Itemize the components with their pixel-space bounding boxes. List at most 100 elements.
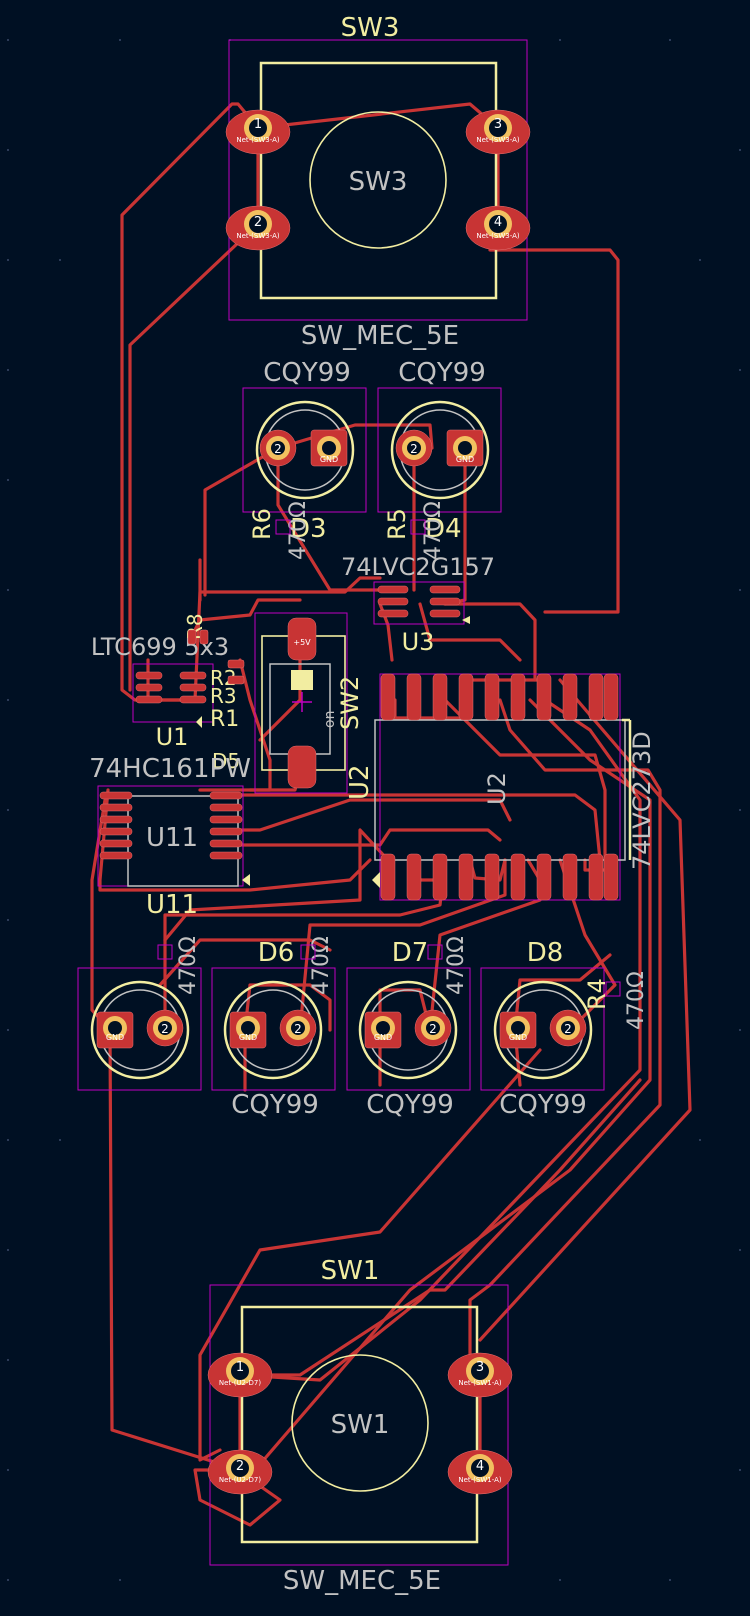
sw3-pad-1[interactable]: 1 Net-(SW3-A) — [225, 109, 291, 155]
sw1-pad-2[interactable]: 2 Net-(U2-D7) — [207, 1449, 273, 1495]
svg-text:4: 4 — [494, 215, 502, 230]
u11-value-label: 74HC161PW — [89, 754, 251, 784]
sw3-pad-4[interactable]: 4 Net-(SW3-A) — [465, 205, 531, 251]
d6-ref-label: D6 — [258, 938, 295, 968]
sw1-pad-3[interactable]: 3 Net-(SW1-A) — [447, 1352, 513, 1398]
svg-text:2: 2 — [254, 215, 262, 230]
sw3-ref-label: SW3 — [341, 13, 400, 43]
d7-resistor-value: 470Ω — [444, 936, 469, 995]
led-b1-resistor-value: 470Ω — [176, 936, 201, 995]
svg-text:2: 2 — [294, 1022, 302, 1036]
svg-text:1: 1 — [254, 117, 262, 132]
svg-text:Net-(SW1-A): Net-(SW1-A) — [458, 1379, 502, 1387]
d8-pad-gnd[interactable]: GND — [499, 1011, 537, 1049]
svg-text:Net-(U2-D7): Net-(U2-D7) — [219, 1476, 261, 1484]
sw2-slider[interactable] — [291, 670, 313, 690]
u2-value-label: 74LVC273D — [628, 731, 656, 870]
u11-ref-label: U11 — [146, 890, 198, 920]
svg-text:2: 2 — [236, 1459, 244, 1474]
d6-value-label: CQY99 — [231, 1090, 319, 1120]
d4-pad-2[interactable]: 2 — [395, 429, 433, 467]
d7-pad-gnd[interactable]: GND — [364, 1011, 402, 1049]
svg-text:GND: GND — [106, 1033, 124, 1042]
ic-u1[interactable]: LTC699 5x3 U1 R1 R3 R2 R8 D5 — [91, 613, 245, 773]
d3-pad-gnd[interactable]: GND — [310, 429, 348, 467]
svg-text:2: 2 — [564, 1022, 572, 1036]
u11-fab-label: U11 — [146, 823, 198, 853]
sw3-body-outline — [259, 61, 498, 300]
d4-ref-label: D4 — [425, 514, 462, 544]
u3-value-label: 74LVC2G157 — [341, 553, 495, 581]
sw3-actuator-circle — [309, 111, 447, 249]
sw1-fab-label: SW1 — [331, 1410, 390, 1440]
d5-ref-label: D5 — [212, 749, 240, 773]
sw1-ref-label: SW1 — [321, 1256, 380, 1286]
ic-u11[interactable]: 74HC161PW U11 U11 — [89, 754, 251, 920]
svg-text:1: 1 — [236, 1360, 244, 1375]
svg-text:Net-(SW1-A): Net-(SW1-A) — [458, 1476, 502, 1484]
led-d8[interactable]: GND 2 D8 R4 470Ω CQY99 — [480, 938, 649, 1120]
svg-text:2: 2 — [429, 1022, 437, 1036]
d4-pad-gnd[interactable]: GND — [446, 429, 484, 467]
d7-value-label: CQY99 — [366, 1090, 454, 1120]
sw1-pad-1[interactable]: 1 Net-(U2-D7) — [207, 1352, 273, 1398]
ic-u2[interactable]: U2 U2 74LVC273D — [345, 673, 656, 901]
svg-text:GND: GND — [320, 455, 338, 464]
sw2-pad-1[interactable]: +5V — [287, 617, 317, 661]
svg-text:GND: GND — [456, 455, 474, 464]
d6-pad-2[interactable]: 2 — [279, 1009, 317, 1047]
svg-text:Net-(SW3-A): Net-(SW3-A) — [236, 136, 280, 144]
d3-ref-label: D3 — [290, 514, 327, 544]
d8-resistor-value: 470Ω — [624, 971, 649, 1030]
switch-sw2[interactable]: +5V SW2 on — [254, 612, 364, 794]
switch-sw1[interactable]: SW1 SW1 SW_MEC_5E 1 Net-(U2-D7) 2 Net-(U… — [207, 1256, 513, 1596]
d4-value-label: CQY99 — [398, 358, 486, 388]
d7-pad-2[interactable]: 2 — [414, 1009, 452, 1047]
led-b1-pad-gnd[interactable]: GND — [96, 1011, 134, 1049]
svg-text:GND: GND — [239, 1033, 257, 1042]
d7-ref-label: D7 — [392, 938, 429, 968]
d3-pad-2[interactable]: 2 — [259, 429, 297, 467]
r3-ref-label: R3 — [210, 684, 237, 708]
sw2-on-label: on — [322, 711, 338, 728]
d3-value-label: CQY99 — [263, 358, 351, 388]
svg-text:2: 2 — [161, 1022, 169, 1036]
copper-traces — [90, 102, 692, 1527]
led-d4[interactable]: CQY99 2 GND D4 R5 470Ω — [377, 358, 502, 560]
u1-ref-label: U1 — [156, 723, 189, 751]
u1-value-label: LTC699 5x3 — [91, 633, 229, 661]
sw3-pad-2[interactable]: 2 Net-(SW3-A) — [225, 205, 291, 251]
sw3-pad-3[interactable]: 3 Net-(SW3-A) — [465, 109, 531, 155]
d8-ref-label: D8 — [527, 938, 564, 968]
sw1-value-label: SW_MEC_5E — [283, 1566, 441, 1596]
sw3-value-label: SW_MEC_5E — [301, 321, 459, 351]
svg-text:Net-(SW3-A): Net-(SW3-A) — [476, 136, 520, 144]
led-d3[interactable]: CQY99 2 GND D3 R6 470Ω — [242, 358, 367, 560]
ic-u3[interactable]: 74LVC2G157 U3 — [341, 553, 495, 656]
r5-ref-label: R5 — [383, 508, 411, 540]
svg-text:Net-(U2-D7): Net-(U2-D7) — [219, 1379, 261, 1387]
d8-pad-2[interactable]: 2 — [549, 1009, 587, 1047]
svg-text:Net-(SW3-A): Net-(SW3-A) — [476, 232, 520, 240]
sw2-pad-2[interactable] — [287, 745, 317, 789]
sw2-ref-label: SW2 — [336, 676, 364, 730]
d8-value-label: CQY99 — [499, 1090, 587, 1120]
svg-text:2: 2 — [274, 442, 282, 456]
d6-pad-gnd[interactable]: GND — [229, 1011, 267, 1049]
svg-text:2: 2 — [410, 442, 418, 456]
svg-text:3: 3 — [476, 1360, 484, 1375]
r1-ref-label: R1 — [210, 707, 239, 732]
led-bottom-1[interactable]: GND 2 470Ω — [77, 936, 202, 1091]
sw1-pad-4[interactable]: 4 Net-(SW1-A) — [447, 1449, 513, 1495]
led-d7[interactable]: GND 2 D7 470Ω CQY99 — [346, 936, 471, 1120]
u2-ref-label: U2 — [345, 764, 375, 800]
switch-sw3[interactable]: SW3 SW3 SW_MEC_5E 1 Net-(SW3-A) 2 Net-(S… — [225, 13, 531, 351]
svg-text:Net-(SW3-A): Net-(SW3-A) — [236, 232, 280, 240]
sw3-courtyard — [228, 39, 528, 321]
r6-ref-label: R6 — [248, 508, 276, 540]
r4-ref-label: R4 — [583, 978, 611, 1010]
grid-dots — [7, 39, 741, 1581]
led-d6[interactable]: GND 2 D6 470Ω CQY99 — [211, 936, 336, 1120]
led-b1-pad-2[interactable]: 2 — [146, 1009, 184, 1047]
